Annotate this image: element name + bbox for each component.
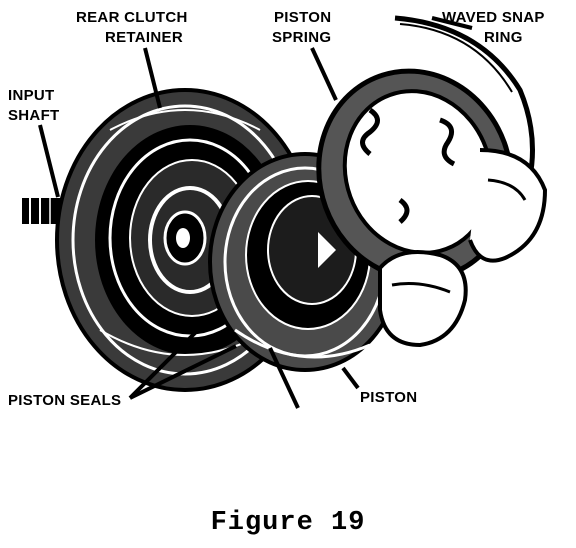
- piston-spring-part: [316, 68, 514, 282]
- label-input-shaft-2: SHAFT: [8, 107, 60, 124]
- label-rear-clutch-retainer-1: REAR CLUTCH: [76, 9, 188, 26]
- label-waved-snap-ring-2: RING: [484, 29, 523, 46]
- label-rear-clutch-retainer-2: RETAINER: [105, 29, 183, 46]
- label-piston-spring-1: PISTON: [274, 9, 331, 26]
- leader-lines: [38, 16, 473, 409]
- label-piston-spring-2: SPRING: [272, 29, 331, 46]
- label-piston: PISTON: [360, 389, 417, 406]
- label-input-shaft-1: INPUT: [8, 87, 55, 104]
- label-waved-snap-ring-1: WAVED SNAP: [442, 9, 545, 26]
- figure-caption: Figure 19: [210, 508, 366, 538]
- hands: [378, 148, 548, 348]
- label-piston-seals: PISTON SEALS: [8, 392, 121, 409]
- labels: REAR CLUTCH RETAINER PISTON SPRING WAVED…: [8, 9, 545, 409]
